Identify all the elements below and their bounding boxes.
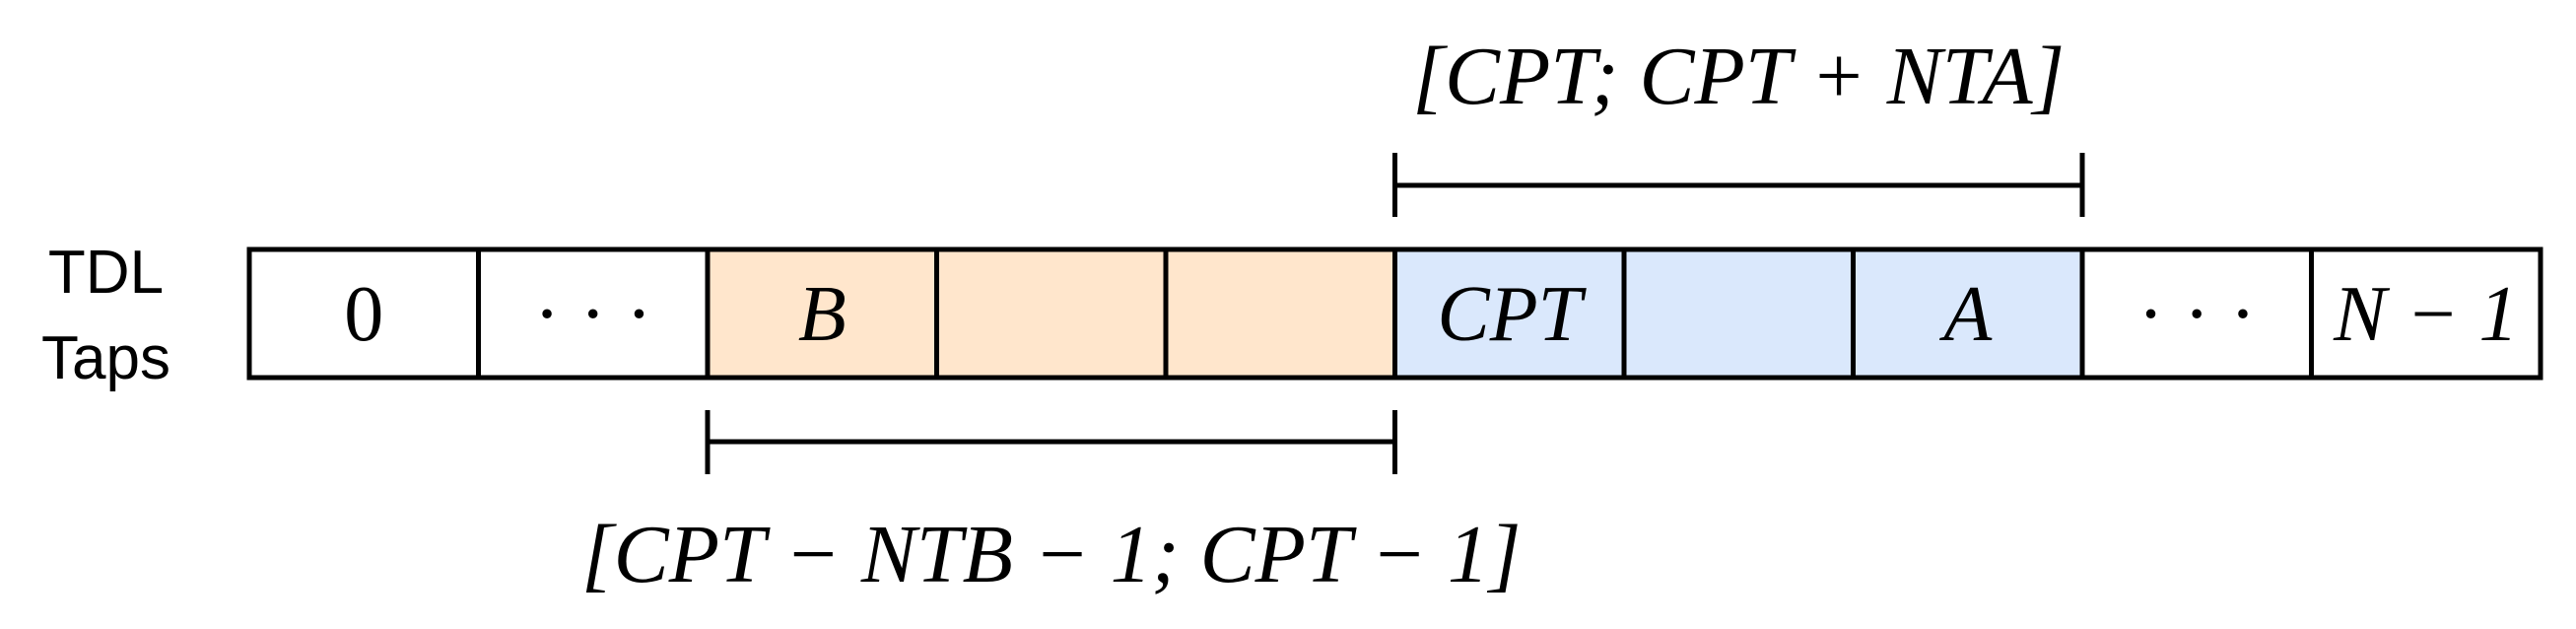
tap-label-tap-ellipsis-left: · · · [534,271,652,358]
tap-cell-tap-cpt: CPT [1392,246,1627,381]
tap-cell-tap-b-3 [1163,246,1397,381]
row-label-taps: Taps [41,324,170,392]
tap-cell-tap-n-minus-1: N − 1 [2309,246,2543,381]
tap-cell-tap-b-2 [934,246,1169,381]
tap-box-tap-ellipsis-right [2079,246,2314,381]
tap-cell-tap-b: B [705,246,939,381]
row-label-tdl: TDL [47,239,165,307]
tap-cells: 0 · · · B CPT A · · · N − 1 [246,246,2543,381]
tap-box-tap-a [1851,246,2085,381]
top-range-label: [CPT; CPT + NTA] [1412,31,2065,122]
bottom-range-label: [CPT − NTB − 1; CPT − 1] [581,509,1522,600]
tap-box-tap-n-minus-1 [2309,246,2543,381]
tap-box-tap-b-2 [934,246,1169,381]
tap-label-tap-ellipsis-right: · · · [2137,271,2256,358]
tap-cell-tap-a: A [1851,246,2085,381]
tap-box-tap-a-1 [1621,246,1856,381]
tap-label-tap-0: 0 [344,271,383,358]
tap-cell-tap-a-1 [1621,246,1856,381]
tap-box-tap-b-3 [1163,246,1397,381]
tap-cell-tap-ellipsis-right: · · · [2079,246,2314,381]
tap-label-tap-b: B [798,271,847,358]
tap-box-tap-cpt [1392,246,1627,381]
tap-cell-tap-0: 0 [246,246,481,381]
range-brackets [705,153,2085,474]
tap-box-tap-0 [246,246,481,381]
tap-label-tap-cpt: CPT [1437,271,1587,358]
bottom-range-bracket [705,410,1397,474]
tap-label-tap-n-minus-1: N − 1 [2333,271,2518,358]
tap-label-tap-a: A [1938,271,1993,358]
tap-cell-tap-ellipsis-left: · · · [476,246,711,381]
top-range-bracket [1392,153,2085,217]
